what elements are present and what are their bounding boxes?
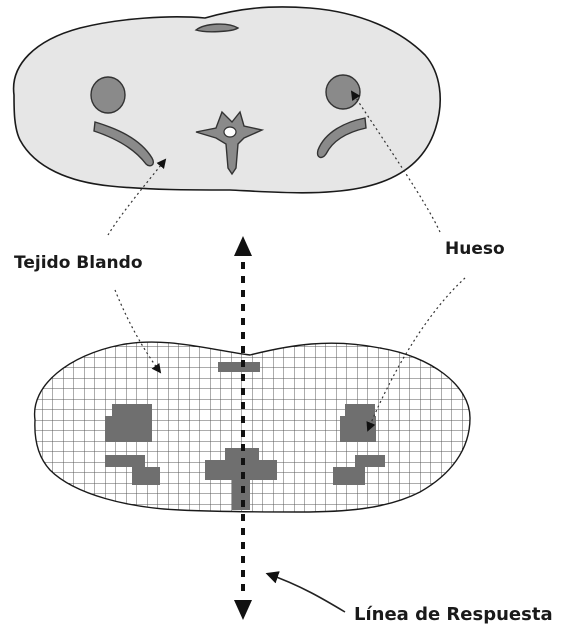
response-line-label: Línea de Respuesta: [354, 604, 553, 625]
anatomical-slice: [14, 7, 441, 193]
bone-label: Hueso: [445, 239, 505, 259]
soft-tissue-label: Tejido Blando: [14, 253, 143, 273]
response-line-arrow-down: [234, 600, 252, 620]
response-line-arrow-up: [234, 236, 252, 256]
pixel-slice: [0, 330, 500, 530]
left-bone-round: [91, 77, 125, 113]
response-line-pointer: [268, 574, 345, 612]
body-outline: [14, 7, 441, 193]
right-bone-round: [326, 75, 360, 109]
